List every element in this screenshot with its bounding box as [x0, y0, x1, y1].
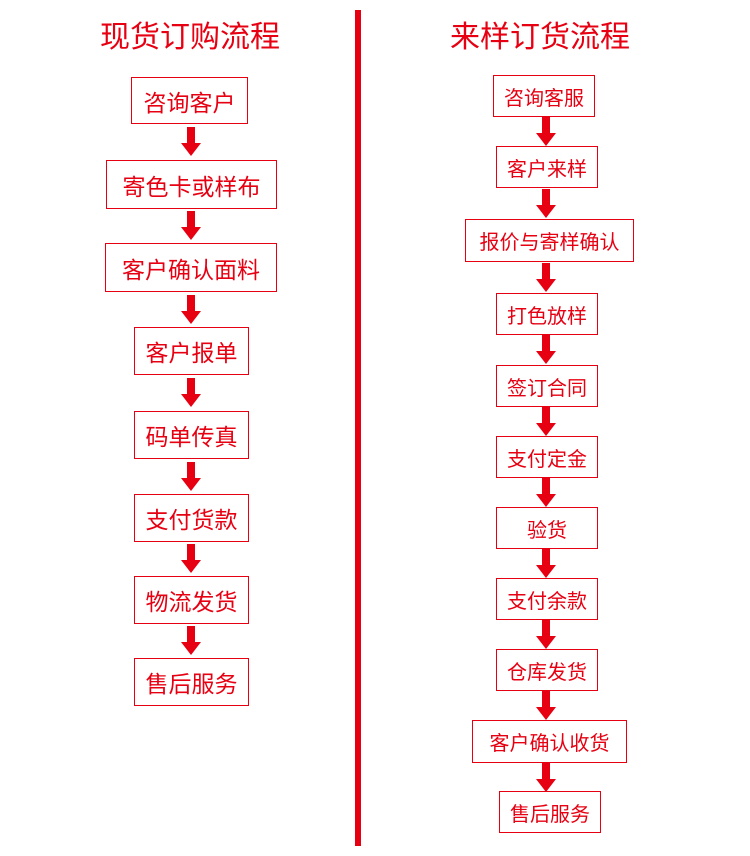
down-arrow-icon [536, 188, 556, 219]
down-arrow-icon [536, 549, 556, 579]
right-flow-step: 打色放样 [496, 293, 598, 335]
down-arrow-icon [536, 620, 556, 650]
left-flow-step: 客户确认面料 [105, 243, 277, 292]
title-sample-order-flow: 来样订货流程 [450, 20, 630, 55]
left-flow-step: 售后服务 [134, 658, 249, 706]
right-flow-step: 咨询客服 [493, 75, 595, 117]
down-arrow-icon [536, 117, 556, 147]
down-arrow-icon [536, 407, 556, 437]
right-flow-step: 售后服务 [499, 791, 601, 833]
center-divider [355, 10, 361, 846]
right-flow-step: 支付余款 [496, 578, 598, 620]
left-flow-step: 支付货款 [134, 494, 249, 542]
down-arrow-icon [536, 262, 556, 293]
right-flow-step: 仓库发货 [496, 649, 598, 691]
down-arrow-icon [181, 461, 201, 492]
down-arrow-icon [536, 335, 556, 365]
left-flow-step: 码单传真 [134, 411, 249, 459]
right-flow-step: 客户来样 [496, 146, 598, 188]
left-flow-step: 客户报单 [134, 327, 249, 375]
right-flow-step: 支付定金 [496, 436, 598, 478]
down-arrow-icon [181, 211, 201, 241]
left-flow-step: 寄色卡或样布 [106, 160, 277, 209]
title-spot-order-flow: 现货订购流程 [100, 20, 280, 55]
down-arrow-icon [181, 544, 201, 574]
left-flow-step: 物流发货 [134, 576, 249, 624]
down-arrow-icon [536, 691, 556, 721]
left-flow-step: 咨询客户 [131, 77, 248, 124]
down-arrow-icon [181, 294, 201, 325]
down-arrow-icon [181, 626, 201, 656]
down-arrow-icon [181, 378, 201, 408]
down-arrow-icon [181, 127, 201, 157]
right-flow-step: 报价与寄样确认 [465, 219, 634, 262]
right-flow-step: 签订合同 [496, 365, 598, 407]
right-flow-step: 客户确认收货 [472, 720, 627, 763]
down-arrow-icon [536, 478, 556, 508]
right-flow-step: 验货 [496, 507, 598, 549]
down-arrow-icon [536, 763, 556, 793]
